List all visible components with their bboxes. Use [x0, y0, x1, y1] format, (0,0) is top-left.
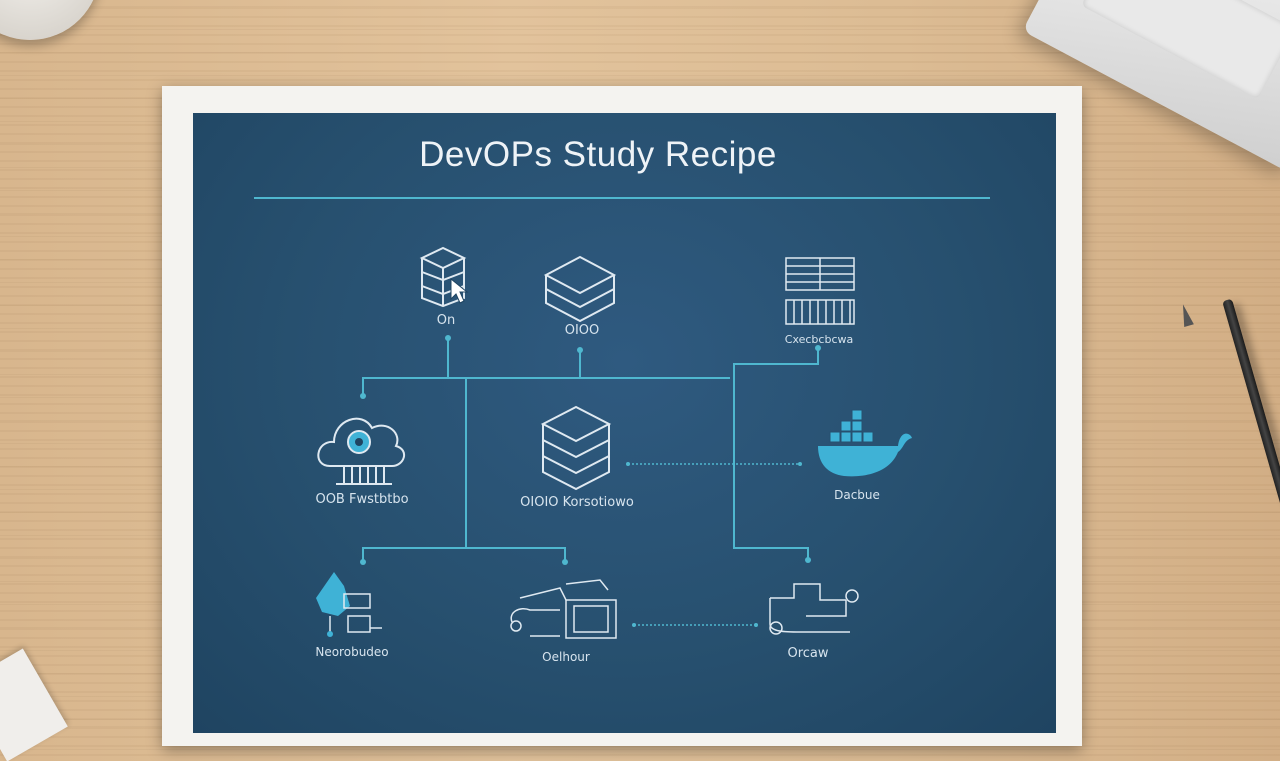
label-mid-right: Dacbue — [834, 488, 880, 502]
connector-dots — [360, 335, 821, 627]
database-layers-icon — [540, 405, 612, 491]
label-top-center: OIOO — [564, 323, 600, 338]
pipeline-machine-icon — [510, 579, 617, 639]
label-mid-center: OIOIO Korsotiowo — [520, 495, 634, 510]
docker-whale-icon — [818, 409, 912, 477]
label-top-left: On — [436, 313, 456, 328]
label-mid-left: OOB Fwstbtbo — [315, 492, 409, 507]
poster-board — [193, 113, 1056, 733]
monitoring-robot-icon — [769, 583, 859, 635]
diagram-graphics — [254, 197, 990, 639]
connector-lines — [362, 338, 819, 626]
container-stack-icon — [785, 257, 855, 325]
stacked-layers-icon — [543, 255, 617, 323]
label-bottom-right: Orcaw — [787, 646, 829, 661]
label-top-right: Cxecbcbcwa — [784, 333, 854, 346]
cursor-icon — [450, 277, 469, 304]
label-bottom-left: Neorobudeo — [315, 645, 389, 659]
poster-title: DevOPs Study Recipe — [419, 135, 777, 174]
cloud-icon — [317, 417, 406, 485]
label-bottom-center: Oelhour — [542, 650, 590, 664]
build-tools-icon — [316, 572, 382, 637]
